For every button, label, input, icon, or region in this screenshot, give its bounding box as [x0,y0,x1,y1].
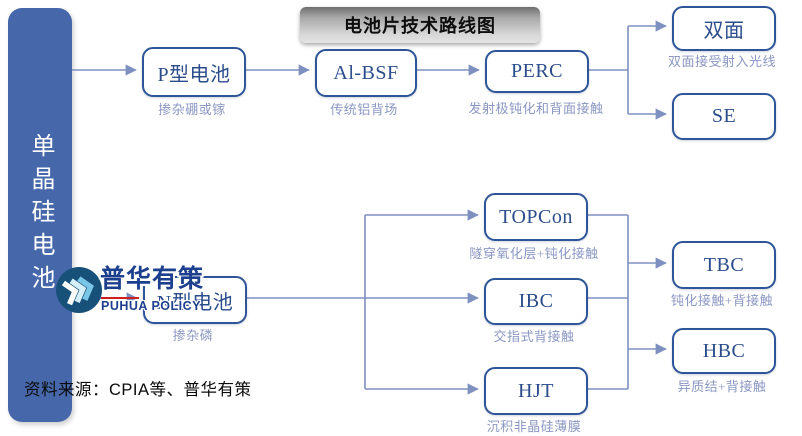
node-note-ibc: 交指式背接触 [493,329,575,344]
node-note-perc: 发射极钝化和背面接触 [468,101,604,116]
node-tbc: TBC [672,241,776,289]
diagram-title-plaque: 电池片技术路线图 [300,7,540,43]
node-label: Al-BSF [333,61,399,84]
node-note-bifacial: 双面接受射入光线 [667,54,776,69]
node-note-tbc: 钝化接触+背接触 [670,293,774,308]
puhua-policy-watermark: 普华有策 PUHUA POLICY [54,265,214,317]
node-label: IBC [518,290,554,312]
node-p-type-cell: P型电池 [142,47,246,97]
node-label: 双面 [703,20,745,42]
node-note-p-type: 掺杂硼或镓 [158,102,226,117]
node-perc: PERC [485,50,589,93]
node-label: P型电池 [157,63,231,86]
root-node-label: 单晶硅电池 [27,132,53,298]
puhua-logo-english-text: PUHUA POLICY [101,299,201,313]
node-label: HJT [518,379,554,402]
puhua-logo-red-rule [101,297,139,299]
node-n-type-cell: N型电池 [143,276,247,324]
node-al-bsf: Al-BSF [315,49,417,97]
node-note-n-type: 掺杂磷 [172,328,214,343]
node-note-al-bsf: 传统铝背场 [330,102,398,117]
node-note-hjt: 沉积非晶硅薄膜 [486,419,582,434]
node-hjt: HJT [484,367,588,415]
root-node-mono-silicon-cell: 单晶硅电池 [8,8,72,422]
node-ibc: IBC [484,278,588,325]
node-label: TBC [703,253,745,276]
diagram-title: 电池片技术路线图 [344,16,496,36]
node-topcon: TOPCon [484,193,588,241]
node-bifacial: 双面 [672,6,776,51]
node-note-hbc: 异质结+背接触 [677,379,767,394]
node-label: N型电池 [156,291,234,314]
puhua-logo-icon [56,267,102,313]
node-label: PERC [510,60,564,82]
node-se: SE [672,93,776,140]
puhua-logo-chinese-text: 普华有策 [100,265,205,293]
node-label: HBC [702,339,746,362]
node-note-topcon: 隧穿氧化层+钝化接触 [469,246,599,261]
data-source-caption: 资料来源：CPIA等、普华有策 [24,381,252,399]
node-label: SE [711,105,737,127]
node-hbc: HBC [672,328,776,374]
node-label: TOPCon [499,205,573,228]
